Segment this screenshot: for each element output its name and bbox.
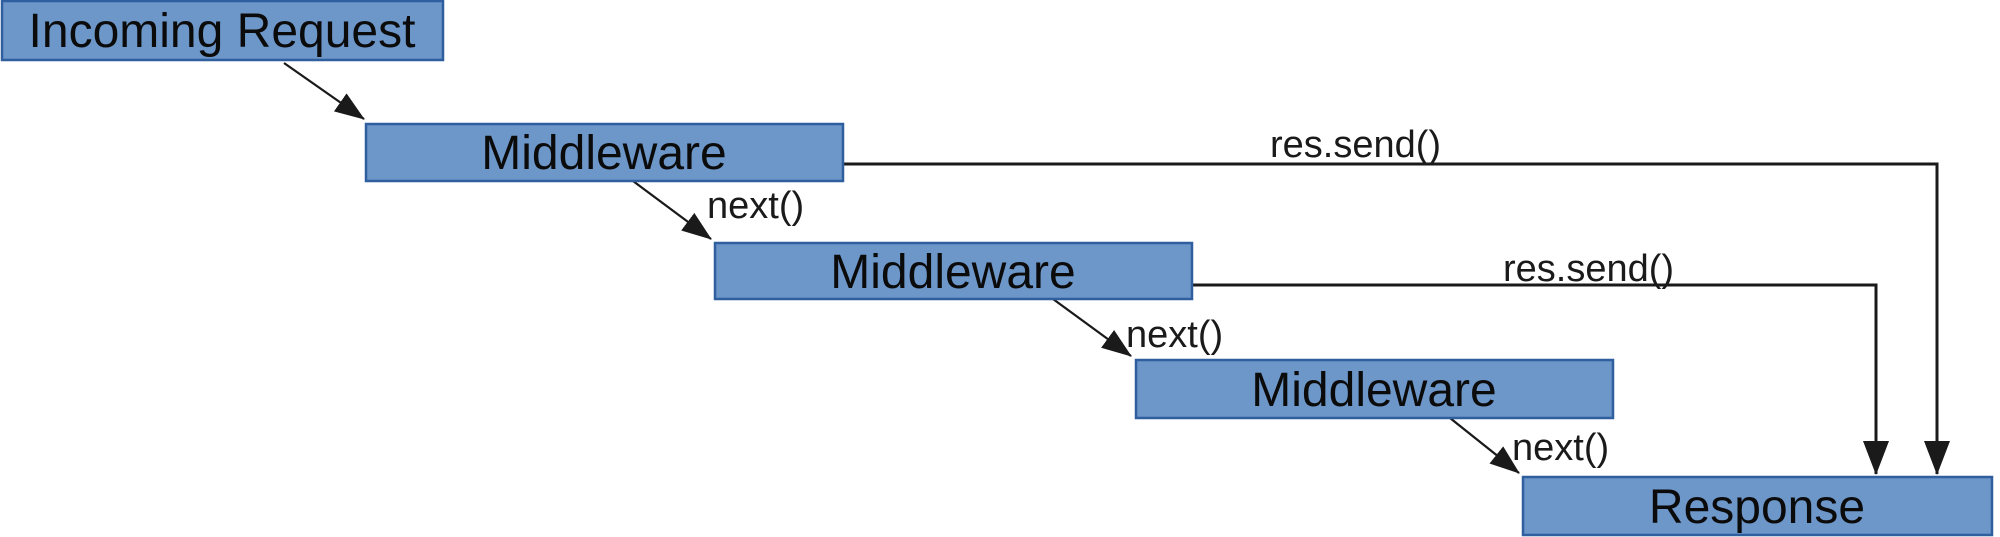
edge-next-1 xyxy=(632,180,712,240)
node-response-label: Response xyxy=(1649,481,1865,534)
label-res-send-2: res.send() xyxy=(1503,248,1674,290)
edge-next-2 xyxy=(1052,298,1132,357)
node-middleware-2 xyxy=(713,241,1194,301)
node-middleware-3 xyxy=(1134,358,1615,420)
node-incoming-request-label: Incoming Request xyxy=(29,5,416,58)
node-incoming-request xyxy=(0,0,445,62)
node-response xyxy=(1521,475,1994,537)
node-middleware-1 xyxy=(364,122,845,183)
node-middleware-3-label: Middleware xyxy=(1251,364,1496,417)
label-next-3: next() xyxy=(1512,427,1609,469)
edge-res-send-1 xyxy=(843,162,1950,475)
node-middleware-1-label: Middleware xyxy=(481,127,726,180)
edge-request-to-middleware-1 xyxy=(283,62,365,120)
label-res-send-1: res.send() xyxy=(1270,124,1441,166)
node-middleware-2-label: Middleware xyxy=(830,246,1075,299)
label-next-1: next() xyxy=(707,185,804,227)
edge-res-send-2 xyxy=(1192,283,1889,475)
edge-next-3 xyxy=(1449,417,1520,474)
label-next-2: next() xyxy=(1126,314,1223,356)
